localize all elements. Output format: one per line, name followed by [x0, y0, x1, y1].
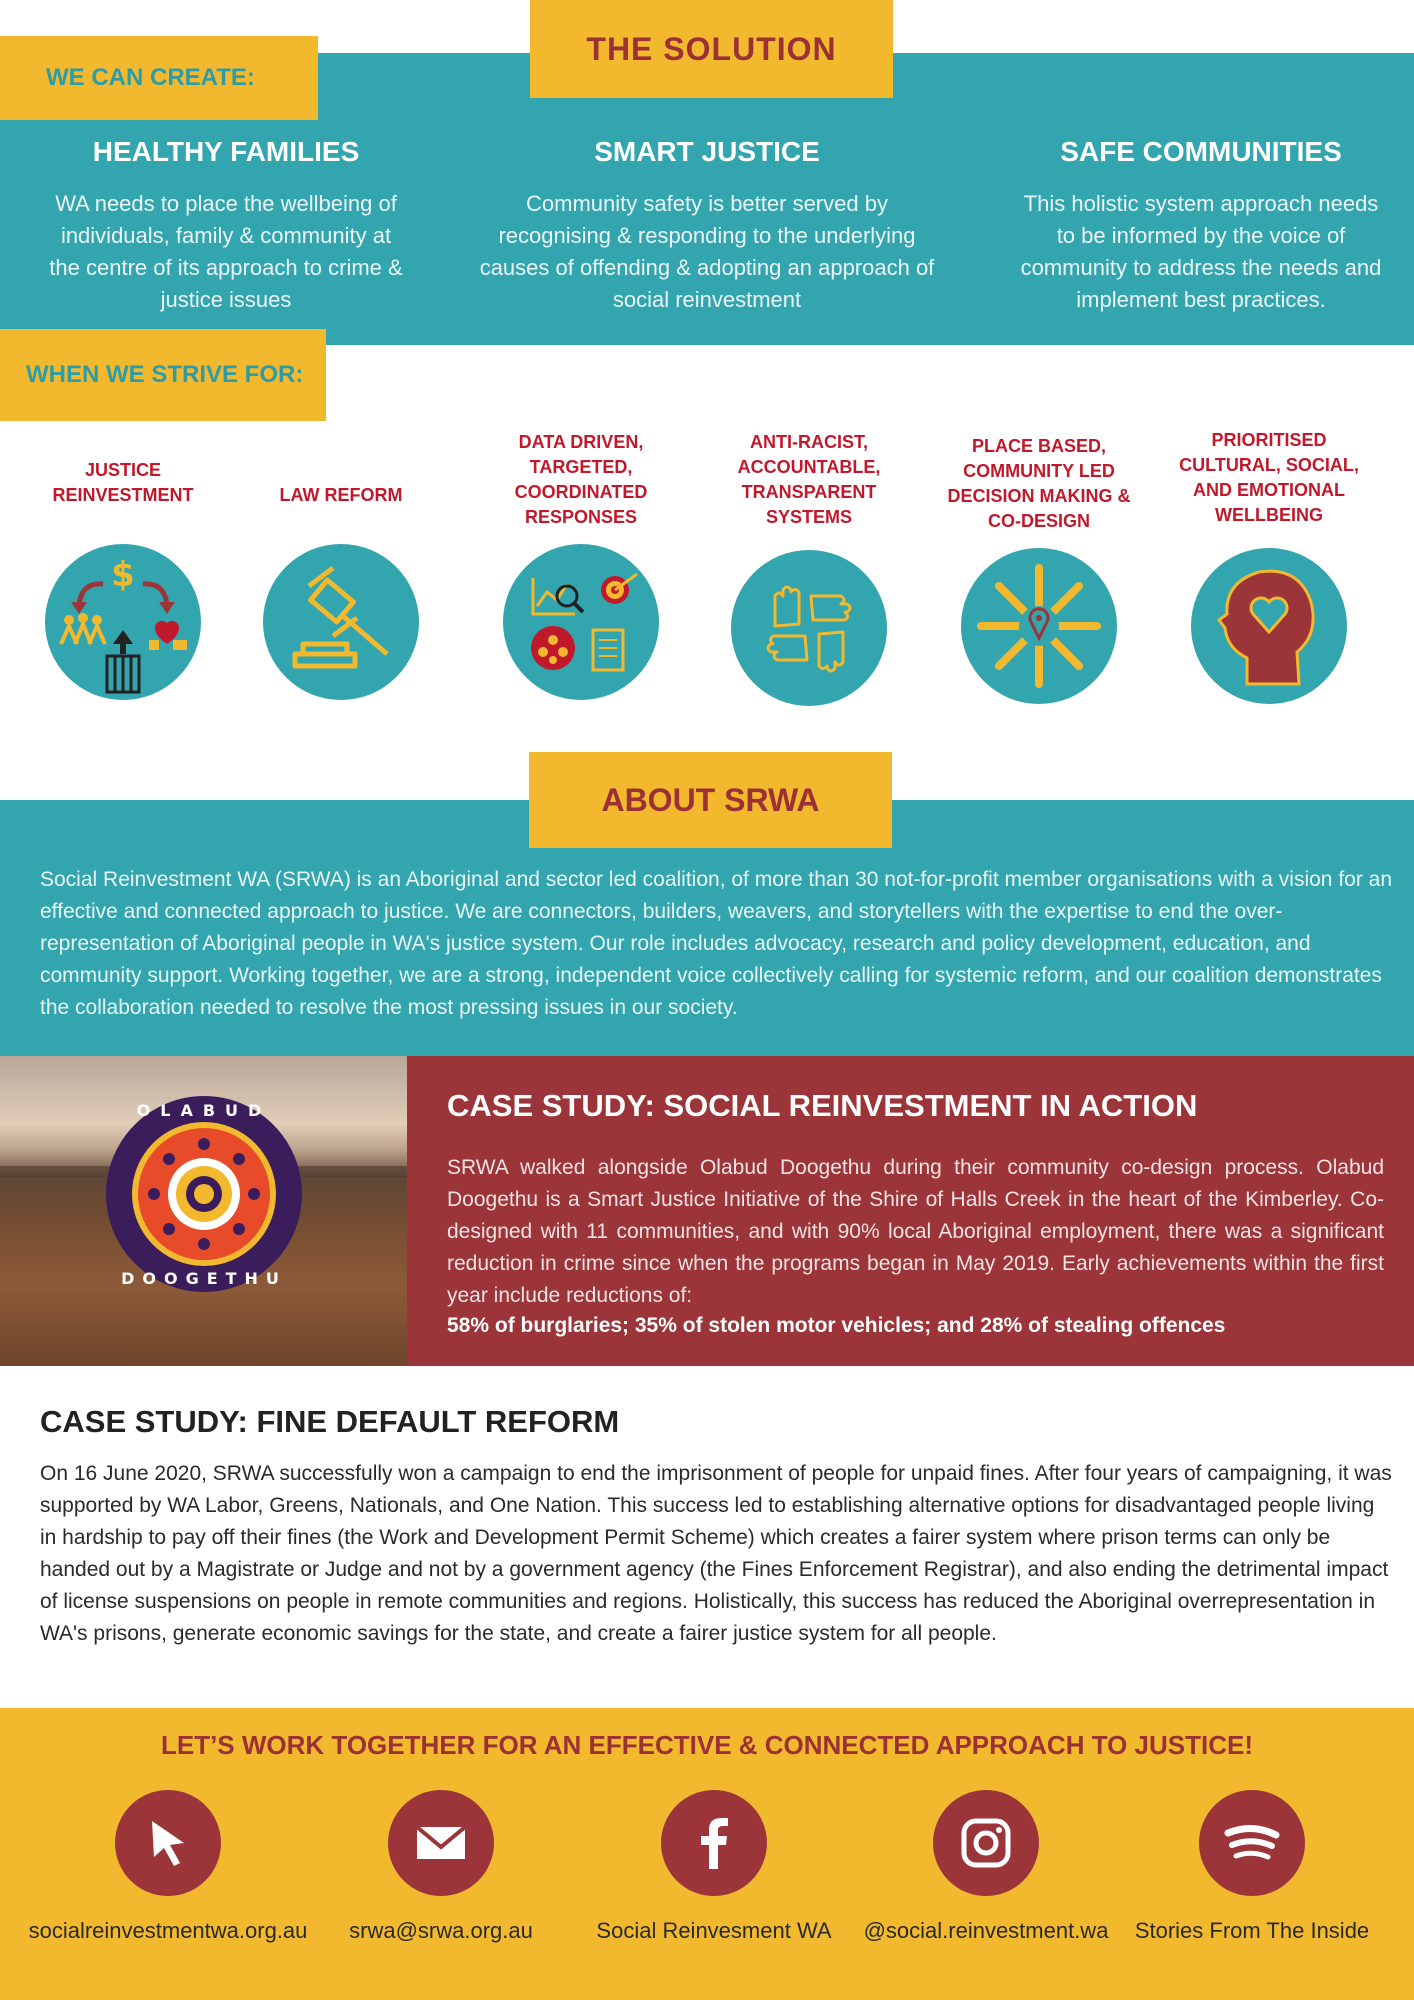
- approach-label: ANTI-RACIST, ACCOUNTABLE, TRANSPARENT SY…: [737, 432, 881, 527]
- pillar-title: SAFE COMMUNITIES: [1060, 136, 1342, 167]
- pillar-safe-communities: SAFE COMMUNITIES This holistic system ap…: [1012, 136, 1390, 316]
- contact-instagram[interactable]: @social.reinvestment.wa: [846, 1790, 1126, 1944]
- case-study-text: SRWA walked alongside Olabud Doogethu du…: [447, 1156, 1384, 1307]
- pillar-text: This holistic system approach needs to b…: [1020, 191, 1382, 312]
- svg-text:DOOGETHU: DOOGETHU: [121, 1269, 287, 1288]
- data-icon: [503, 544, 659, 700]
- approach-label: JUSTICE REINVESTMENT: [52, 460, 194, 505]
- approach-law-reform: LAW REFORM: [236, 408, 446, 700]
- contact-label[interactable]: Social Reinvesment WA: [596, 1918, 832, 1943]
- gavel-icon: [263, 544, 419, 700]
- contact-label[interactable]: @social.reinvestment.wa: [863, 1918, 1109, 1943]
- approach-label: LAW REFORM: [279, 485, 403, 505]
- pillar-title: SMART JUSTICE: [594, 136, 820, 167]
- cursor-icon[interactable]: [115, 1790, 221, 1896]
- svg-text:OLABUD: OLABUD: [137, 1101, 272, 1120]
- spotify-icon[interactable]: [1199, 1790, 1305, 1896]
- approach-label: PRIORITISED CULTURAL, SOCIAL, AND EMOTIO…: [1179, 430, 1359, 525]
- case-study-fine-text: On 16 June 2020, SRWA successfully won a…: [40, 1462, 1392, 1645]
- svg-text:$: $: [111, 555, 135, 595]
- case-study-highlight: 58% of burglaries; 35% of stolen motor v…: [447, 1314, 1226, 1337]
- strive-label: WHEN WE STRIVE FOR:: [0, 329, 326, 421]
- pillar-text: Community safety is better served by rec…: [479, 191, 935, 312]
- case-study-panel: [407, 1056, 1414, 1366]
- solution-heading: THE SOLUTION: [530, 0, 893, 98]
- footer-title: LET’S WORK TOGETHER FOR AN EFFECTIVE & C…: [160, 1730, 1254, 1760]
- pillar-title: HEALTHY FAMILIES: [92, 136, 360, 167]
- approach-label: PLACE BASED, COMMUNITY LED DECISION MAKI…: [947, 436, 1131, 531]
- olabud-doogethu-logo: OLABUD DOOGETHU: [0, 1096, 407, 1292]
- approach-data-driven: DATA DRIVEN, TARGETED, COORDINATED RESPO…: [476, 408, 686, 700]
- facebook-icon[interactable]: [661, 1790, 767, 1896]
- about-heading: ABOUT SRWA: [529, 752, 892, 848]
- hands-icon: [731, 550, 887, 706]
- contact-website[interactable]: socialreinvestmentwa.org.au: [28, 1790, 308, 1944]
- create-label: WE CAN CREATE:: [0, 36, 318, 120]
- contact-facebook[interactable]: Social Reinvesment WA: [574, 1790, 854, 1944]
- approach-label: DATA DRIVEN, TARGETED, COORDINATED RESPO…: [514, 432, 648, 527]
- pillar-healthy-families: HEALTHY FAMILIES WA needs to place the w…: [48, 136, 404, 316]
- contact-label[interactable]: srwa@srwa.org.au: [349, 1918, 533, 1943]
- approach-place-based: PLACE BASED, COMMUNITY LED DECISION MAKI…: [934, 408, 1144, 704]
- contact-spotify[interactable]: Stories From The Inside: [1112, 1790, 1392, 1944]
- pillar-text: WA needs to place the wellbeing of indiv…: [49, 191, 403, 312]
- reinvestment-icon: $: [45, 544, 201, 700]
- instagram-icon[interactable]: [933, 1790, 1039, 1896]
- community-pin-icon: [961, 548, 1117, 704]
- about-text: Social Reinvestment WA (SRWA) is an Abor…: [40, 868, 1393, 1019]
- contact-email[interactable]: srwa@srwa.org.au: [301, 1790, 581, 1944]
- case-study-title: CASE STUDY: SOCIAL REINVESTMENT IN ACTIO…: [447, 1088, 1198, 1123]
- contact-label[interactable]: socialreinvestmentwa.org.au: [28, 1918, 308, 1943]
- approach-wellbeing: PRIORITISED CULTURAL, SOCIAL, AND EMOTIO…: [1164, 408, 1374, 704]
- pillar-smart-justice: SMART JUSTICE Community safety is better…: [474, 136, 940, 316]
- case-study-fine-title: CASE STUDY: FINE DEFAULT REFORM: [40, 1404, 620, 1439]
- mail-icon[interactable]: [388, 1790, 494, 1896]
- contact-label[interactable]: Stories From The Inside: [1134, 1918, 1370, 1943]
- landscape-photo: OLABUD DOOGETHU: [0, 1056, 407, 1366]
- approach-justice-reinvestment: JUSTICE REINVESTMENT $: [18, 408, 228, 700]
- heart-head-icon: [1191, 548, 1347, 704]
- approach-anti-racist: ANTI-RACIST, ACCOUNTABLE, TRANSPARENT SY…: [704, 408, 914, 706]
